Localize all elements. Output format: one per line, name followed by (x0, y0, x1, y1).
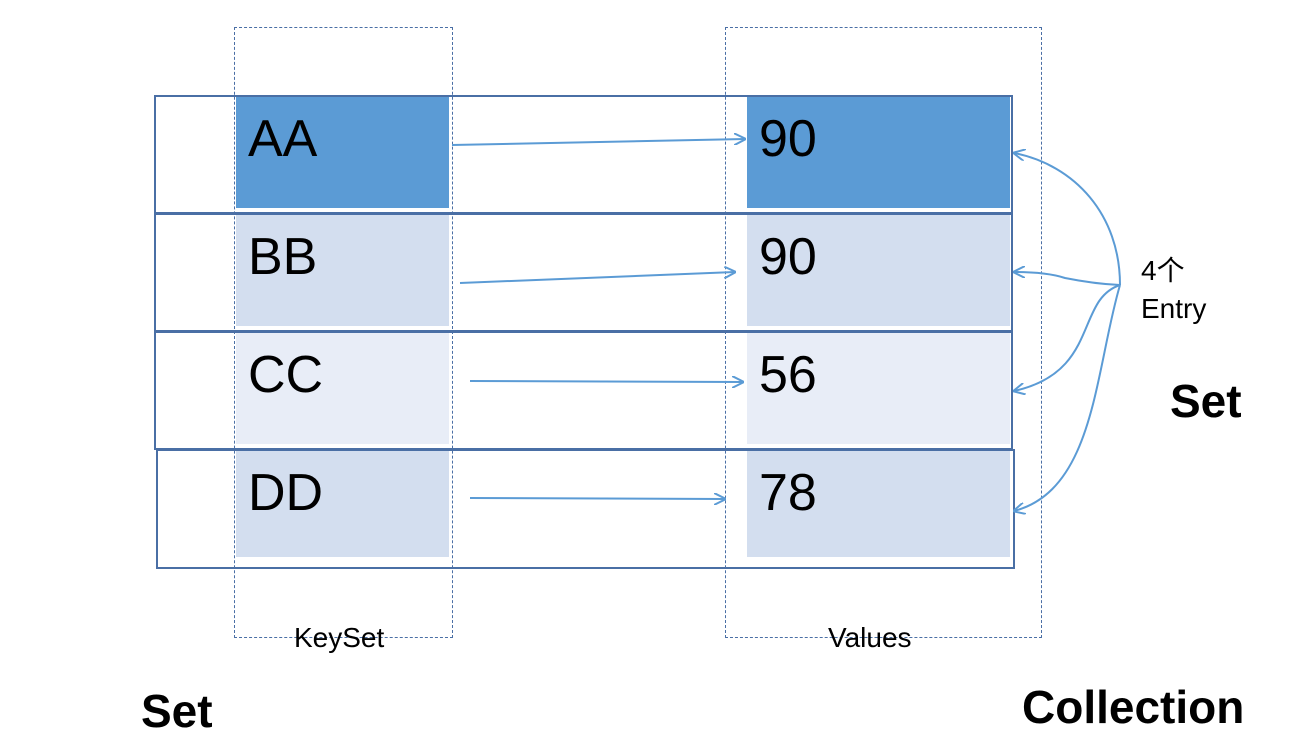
key-text-1: AA (248, 110, 318, 168)
set-bottom-label: Set (141, 685, 213, 737)
entry-word-label: Entry (1141, 293, 1207, 324)
collection-bottom-label: Collection (1022, 681, 1245, 733)
value-cell-4: 78 (747, 451, 1010, 557)
value-cell-1: 90 (747, 97, 1010, 208)
entry-count-label: 4个 (1141, 255, 1185, 286)
values-label: Values (828, 622, 912, 653)
value-text-1: 90 (759, 110, 817, 168)
value-text-3: 56 (759, 346, 817, 404)
keyset-dashed-box (234, 27, 453, 638)
set-right-label: Set (1170, 375, 1242, 427)
value-cell-3: 56 (747, 333, 1010, 444)
key-cell-1: AA (236, 97, 449, 208)
key-cell-3: CC (236, 333, 449, 444)
value-text-2: 90 (759, 228, 817, 286)
key-text-3: CC (248, 346, 324, 404)
values-dashed-box (725, 27, 1042, 638)
keyset-label: KeySet (294, 622, 385, 653)
value-text-4: 78 (759, 464, 817, 522)
value-cell-2: 90 (747, 215, 1010, 326)
key-text-2: BB (248, 228, 318, 286)
key-cell-4: DD (236, 451, 449, 557)
key-cell-2: BB (236, 215, 449, 326)
key-text-4: DD (248, 464, 324, 522)
